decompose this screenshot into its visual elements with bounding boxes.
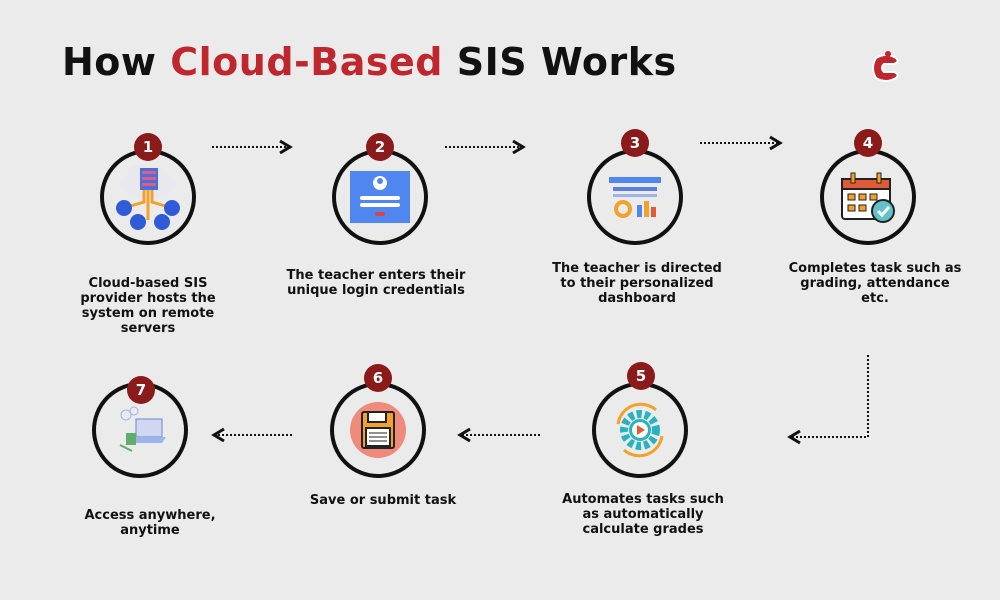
step-1-badge: 1 <box>134 133 162 161</box>
step-2-text: The teacher enters their unique login cr… <box>286 268 466 298</box>
devices-icon <box>119 406 166 452</box>
brand-logo-icon <box>872 51 899 82</box>
dashboard-icon <box>609 177 661 218</box>
step-4-text: Completes task such as grading, attendan… <box>788 261 962 306</box>
step-3-text: The teacher is directed to their persona… <box>552 261 722 306</box>
step-4-badge: 4 <box>854 129 882 157</box>
page-title: How Cloud-Based SIS Works <box>62 40 677 84</box>
step-1-circle <box>100 149 196 245</box>
step-3-circle <box>587 149 683 245</box>
step-5-text: Automates tasks such as automatically ca… <box>562 492 724 537</box>
step-7-badge: 7 <box>127 376 155 404</box>
step-3-badge: 3 <box>621 129 649 157</box>
login-form-icon <box>350 171 410 223</box>
step-5-circle <box>592 382 688 478</box>
step-2-badge: 2 <box>366 133 394 161</box>
calendar-check-icon <box>841 172 895 223</box>
step-6-badge: 6 <box>364 364 392 392</box>
title-highlight: Cloud-Based <box>170 40 443 84</box>
title-suffix: SIS Works <box>443 40 677 84</box>
step-6-text: Save or submit task <box>309 493 457 508</box>
gear-play-icon <box>616 402 664 458</box>
step-2-circle <box>332 149 428 245</box>
floppy-disk-icon <box>350 402 406 458</box>
step-4-circle <box>820 149 916 245</box>
step-1-text: Cloud-based SIS provider hosts the syste… <box>80 276 216 336</box>
cloud-server-icon <box>116 165 180 230</box>
arrow-4-5 <box>787 355 869 445</box>
step-7-text: Access anywhere, anytime <box>84 508 216 538</box>
step-5-badge: 5 <box>627 362 655 390</box>
step-6-circle <box>330 382 426 478</box>
title-prefix: How <box>62 40 171 84</box>
